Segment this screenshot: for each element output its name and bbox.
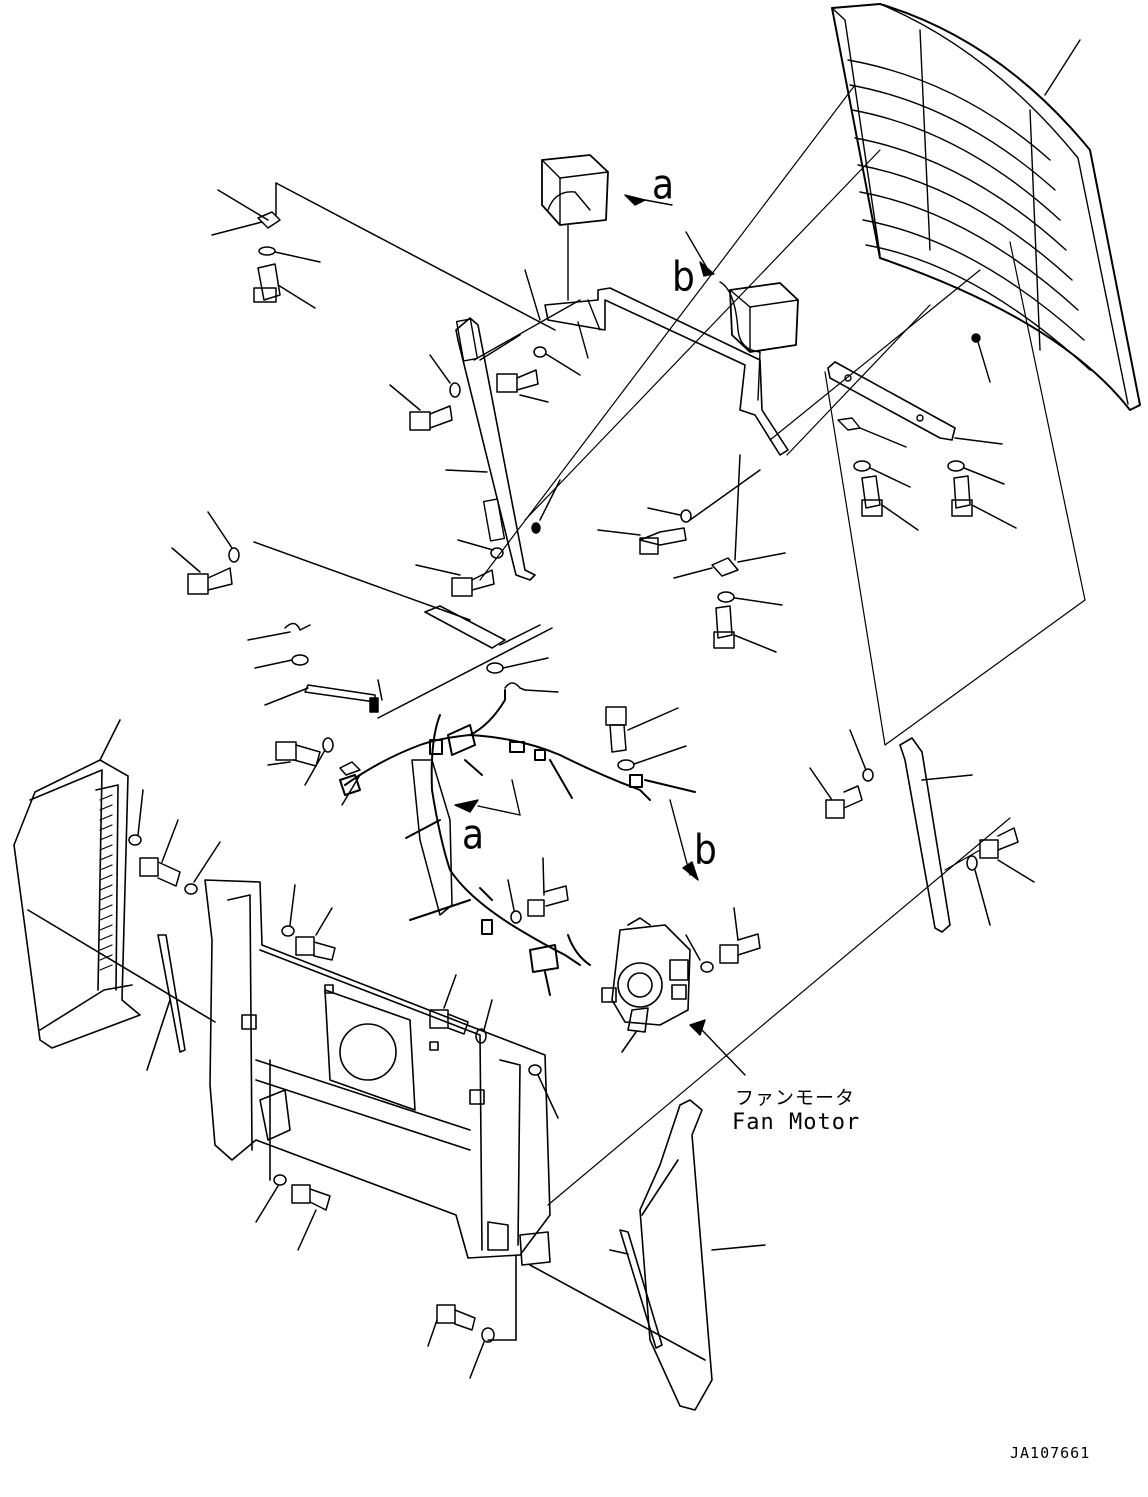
vertical-bracket-right: [900, 738, 972, 932]
callout-a-mid: a: [462, 811, 485, 860]
harness-guard-plate: [412, 760, 452, 915]
wiring-harness: [340, 690, 695, 995]
bracket-right-upper: [828, 362, 1002, 447]
leader-lines: [480, 85, 1085, 1205]
drawing-id: JA107661: [1010, 1444, 1091, 1462]
hardware-bolts: [129, 183, 1034, 1378]
fan-motor-label-jp: ファンモータ: [735, 1087, 856, 1109]
callout-a-top: a: [652, 161, 675, 210]
callout-b-mid: b: [694, 826, 717, 875]
work-lamp-b: [686, 232, 798, 400]
side-cover-left: [14, 720, 215, 1070]
lamp-bracket-upper: [525, 270, 788, 455]
side-cover-right: [530, 1100, 765, 1410]
vertical-stay: [446, 300, 580, 580]
callout-arrows: [455, 780, 745, 1075]
callout-b-top: b: [672, 253, 695, 302]
fan-motor-label-en: Fan Motor: [732, 1110, 861, 1135]
fan-motor: [602, 918, 690, 1052]
work-lamp-a: [542, 155, 672, 300]
radiator-grille: [832, 4, 1140, 410]
radiator-frame: [205, 880, 550, 1340]
